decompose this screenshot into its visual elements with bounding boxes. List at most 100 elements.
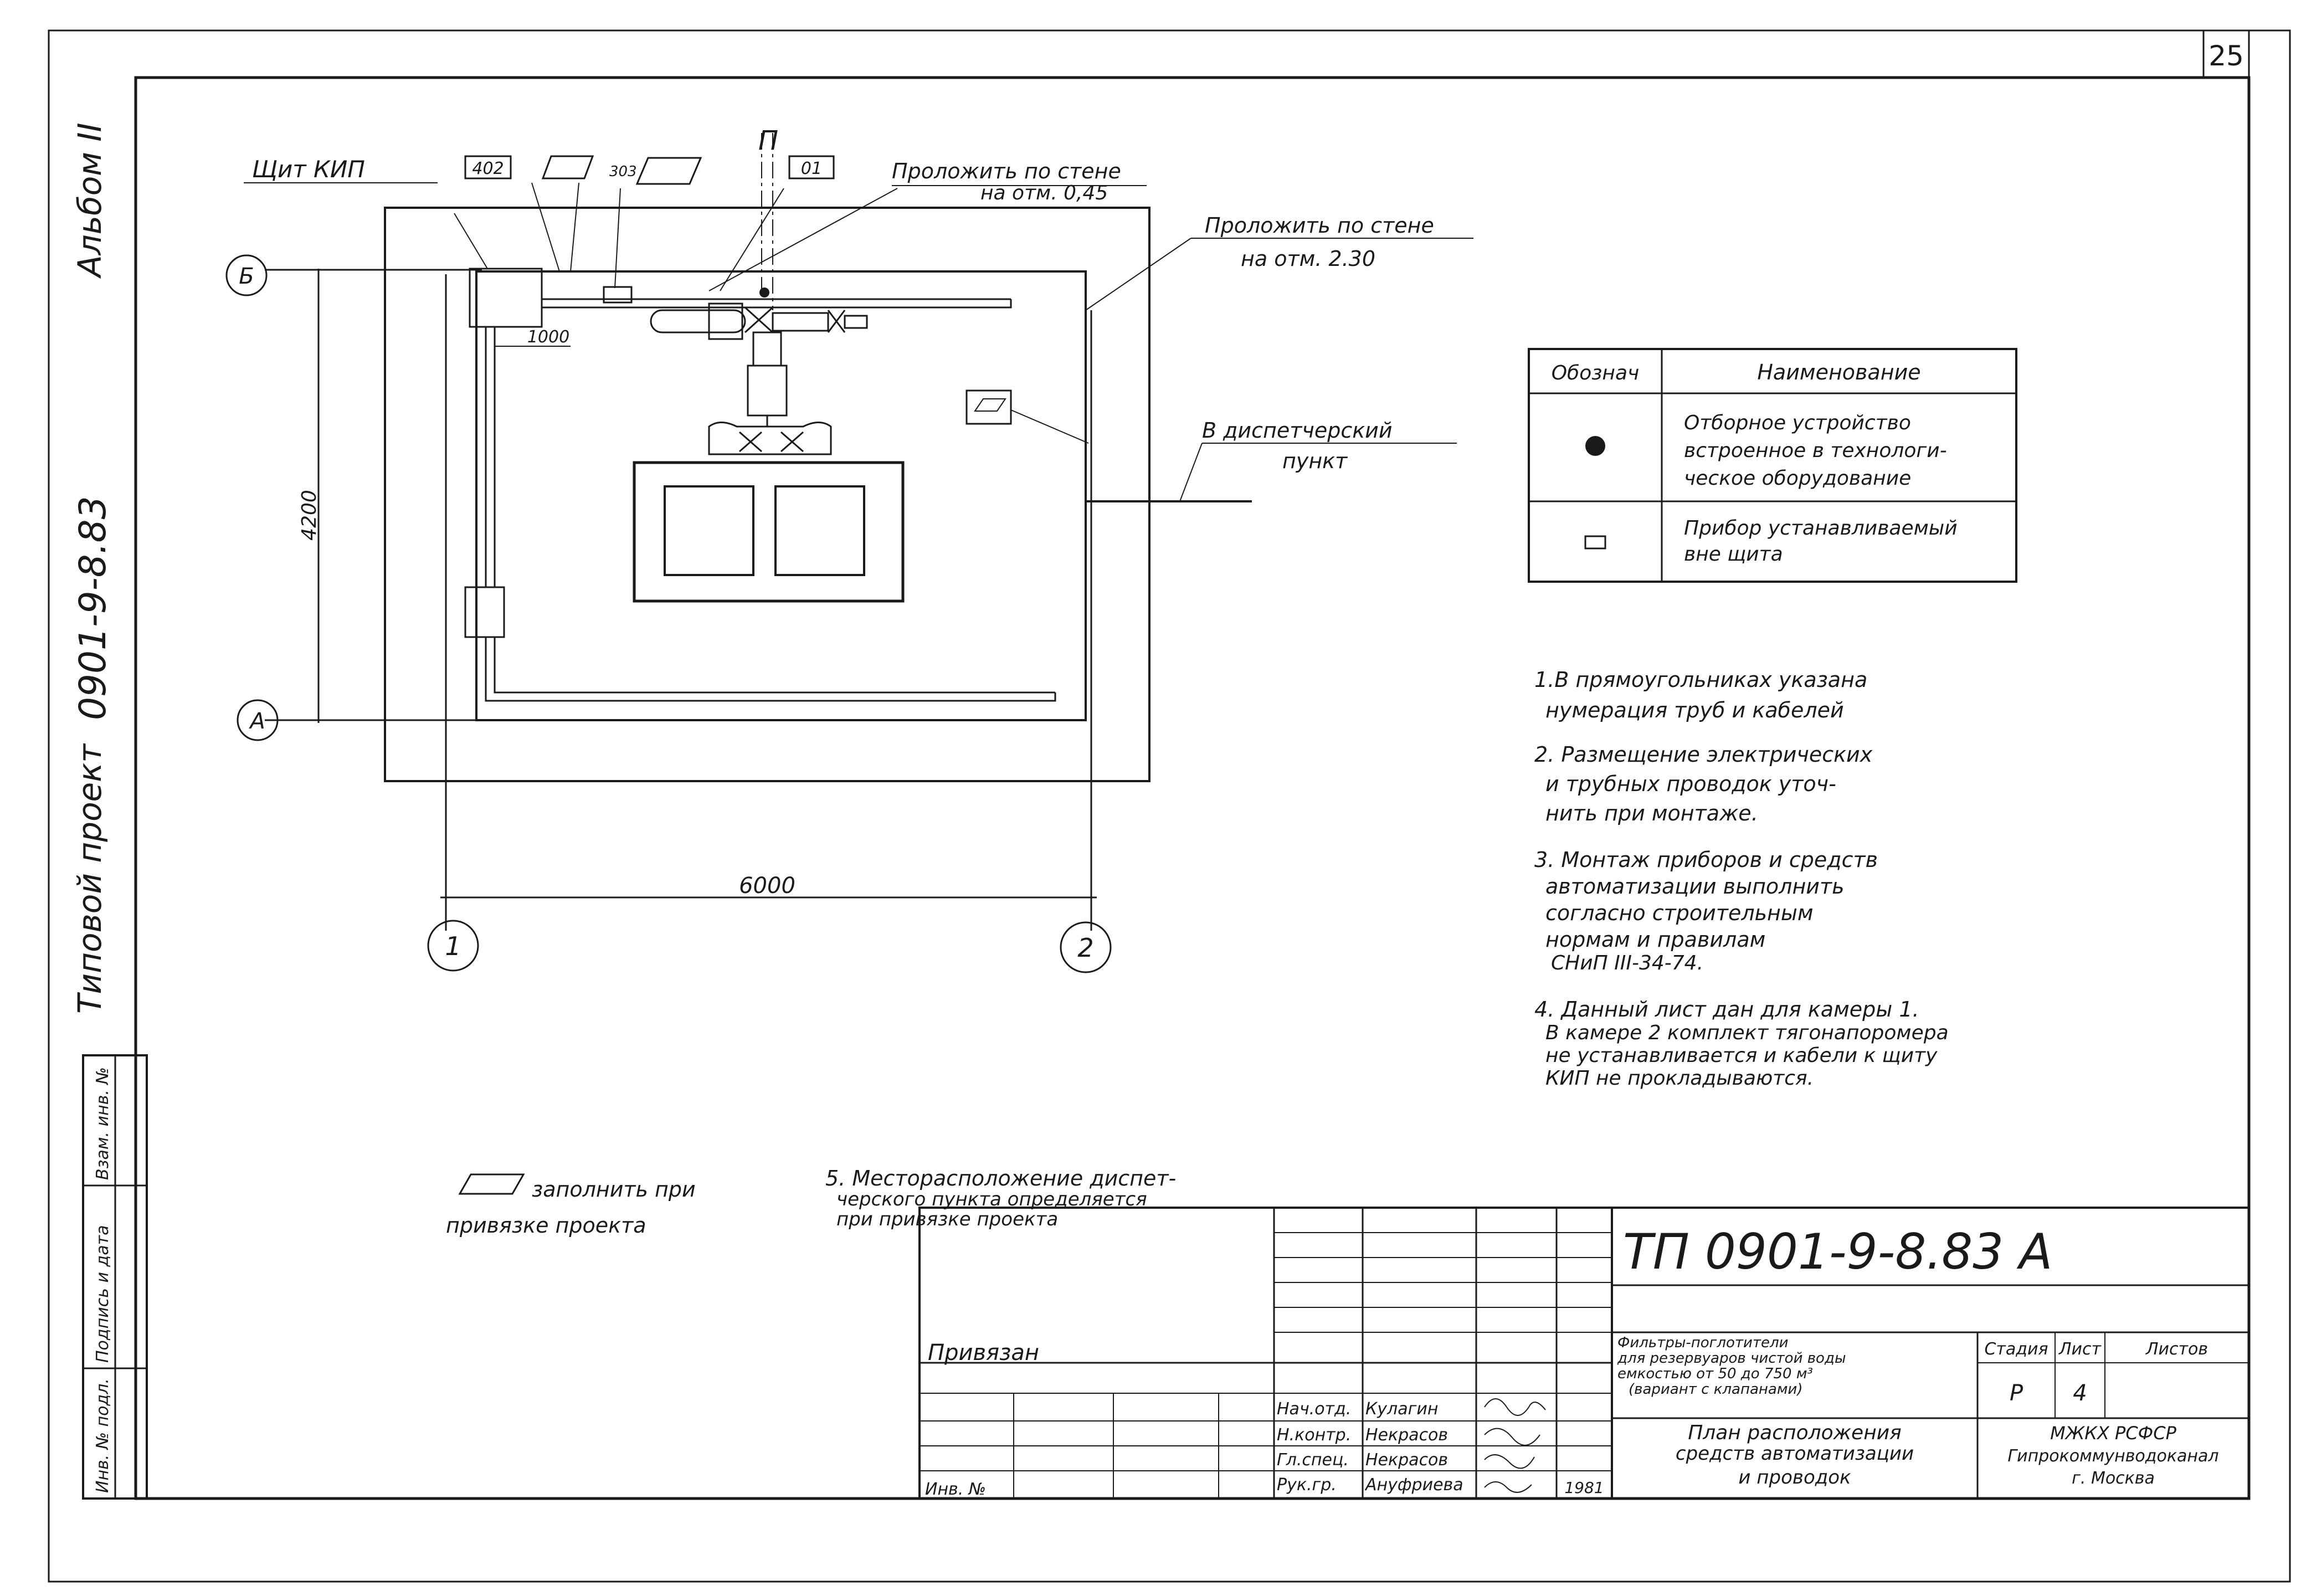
axis-label-2: 2	[1077, 933, 1093, 963]
sensor-device	[603, 286, 633, 304]
note1-line2: нумерация труб и кабелей	[1545, 698, 1844, 722]
axis-label-1: 1	[445, 931, 461, 961]
axis-bubble-1	[427, 920, 479, 972]
desc-line3: емкостью от 50 до 750 м³	[1617, 1366, 1813, 1382]
page-number: 25	[2208, 40, 2244, 72]
sheet-value: 4	[2073, 1381, 2087, 1406]
note4-line1: 4. Данный лист дан для камеры 1.	[1534, 997, 1919, 1022]
note3-line4: нормам и правилам	[1545, 927, 1765, 952]
stamp-signature: Подпись и дата	[93, 1225, 112, 1363]
desc-line1: Фильтры-поглотители	[1617, 1335, 1789, 1351]
doc-code: ТП 0901-9-8.83 А	[1623, 1223, 2052, 1280]
privyazan-label: Привязан	[928, 1340, 1039, 1366]
org-line2: Гипрокоммунводоканал	[2007, 1446, 2218, 1466]
plan-drawing: 6000 4200 Б А 1 2 1000	[225, 125, 1473, 973]
inv-label: Инв. №	[925, 1480, 986, 1499]
stage-value: Р	[2010, 1381, 2023, 1406]
name-3: Некрасов	[1365, 1450, 1448, 1470]
stamp-replace: Взам. инв. №	[93, 1067, 112, 1180]
filter-section-1	[664, 485, 754, 576]
legend-row2-line1: Прибор устанавливаемый	[1684, 517, 1958, 540]
legend-header-name: Наименование	[1757, 360, 1920, 384]
sheet-header: Лист	[2058, 1340, 2102, 1359]
role-2: Н.контр.	[1277, 1425, 1351, 1445]
outer-border	[48, 29, 2291, 1583]
pipe-label-right: Проложить по стене	[1205, 213, 1434, 238]
dispatch-label-1: В диспетчерский	[1202, 418, 1393, 443]
legend-header-code: Обознач	[1552, 362, 1640, 384]
legend-row1-line1: Отборное устройство	[1684, 412, 1911, 434]
note2-line3: нить при монтаже.	[1545, 801, 1758, 825]
note1-line1: 1.В прямоугольниках указана	[1534, 668, 1867, 692]
sheet-title-line3: и проводок	[1738, 1466, 1851, 1489]
axis-bubble-2	[1060, 921, 1112, 973]
instrument-symbol	[1584, 535, 1606, 550]
axis-bubble-a	[237, 699, 279, 741]
note2-line1: 2. Размещение электрических	[1534, 742, 1873, 767]
title-block: Привязан Инв. № ТП 0901-9-8.83 А Фильтры…	[918, 1207, 2250, 1500]
sheet-title-line1: План расположения	[1688, 1421, 1902, 1444]
page-number-box	[2202, 29, 2250, 79]
shield-label: Щит КИП	[252, 156, 365, 183]
pipe-label-top-mark: на отм. 0,45	[980, 182, 1108, 204]
role-1: Нач.отд.	[1277, 1399, 1351, 1419]
role-3: Гл.спец.	[1277, 1450, 1349, 1470]
pipe-header	[650, 309, 746, 333]
side-album: Альбом II	[71, 122, 109, 279]
desc-line4: (вариант с клапанами)	[1629, 1381, 1802, 1398]
tag-blank	[541, 155, 594, 179]
note3-line1: 3. Монтаж приборов и средств	[1534, 848, 1878, 872]
note3-line2: автоматизации выполнить	[1545, 874, 1845, 899]
dispatch-cable	[1085, 313, 1252, 502]
desc-line2: для резервуаров чистой воды	[1617, 1350, 1846, 1367]
side-project-type: Типовой проект	[71, 743, 109, 1014]
year: 1981	[1564, 1479, 1604, 1497]
notes: 1.В прямоугольниках указана нумерация тр…	[446, 668, 1949, 1238]
dim-6000: 6000	[739, 873, 795, 899]
junction-box	[464, 586, 505, 638]
sampling-point	[759, 288, 769, 297]
note3-line5: СНиП III-34-74.	[1551, 952, 1703, 974]
chamber-outer-wall	[384, 207, 1150, 782]
filter-tank	[633, 461, 905, 603]
org-line1: МЖКХ РСФСР	[2050, 1423, 2176, 1444]
note4-line4: КИП не прокладываются.	[1545, 1067, 1814, 1090]
wall-instrument	[965, 389, 1012, 425]
tag-303: 303	[609, 163, 637, 180]
tag-402: 402	[472, 159, 504, 178]
axis-label-b: Б	[239, 264, 254, 289]
axis-label-a: А	[248, 709, 265, 734]
legend-row1-line2: встроенное в технологи-	[1684, 439, 1947, 462]
kip-shield	[469, 268, 543, 328]
note2-line2: и трубных проводок уточ-	[1545, 772, 1836, 796]
note5-line3: при привязке проекта	[836, 1208, 1058, 1230]
name-4: Ануфриева	[1364, 1475, 1463, 1495]
signature-3	[1484, 1454, 1535, 1469]
sampling-point-symbol	[1585, 436, 1605, 456]
stamp-inv: Инв. № подл.	[93, 1378, 112, 1493]
pipe-label-right-mark: на отм. 2.30	[1241, 247, 1375, 271]
legend-row1-line3: ческое оборудование	[1684, 467, 1911, 490]
signature-1	[1484, 1398, 1546, 1416]
stage-header: Стадия	[1984, 1340, 2048, 1359]
side-project-code: 0901-9-8.83	[71, 496, 114, 720]
name-2: Некрасов	[1365, 1425, 1448, 1445]
tag-parallelogram	[635, 157, 702, 185]
legend-table: Обознач Наименование Отборное устройство…	[1528, 348, 2017, 583]
axis-bubble-b	[225, 254, 268, 296]
role-4: Рук.гр.	[1277, 1475, 1337, 1495]
tag-01: 01	[801, 159, 822, 178]
signature-4	[1484, 1481, 1532, 1493]
filter-section-2	[774, 485, 865, 576]
dim-1000: 1000	[527, 327, 569, 347]
org-line3: г. Москва	[2072, 1469, 2155, 1488]
manifold	[708, 422, 832, 455]
sheets-header: Листов	[2145, 1340, 2208, 1359]
note4-line3: не устанавливается и кабели к щиту	[1545, 1044, 1938, 1067]
fill-note-line2: привязке проекта	[446, 1213, 646, 1238]
dim-4200: 4200	[298, 490, 321, 541]
note4-line2: В камере 2 комплект тягонапоромера	[1545, 1022, 1949, 1044]
signature-2	[1484, 1428, 1540, 1446]
valve-top	[744, 306, 774, 333]
